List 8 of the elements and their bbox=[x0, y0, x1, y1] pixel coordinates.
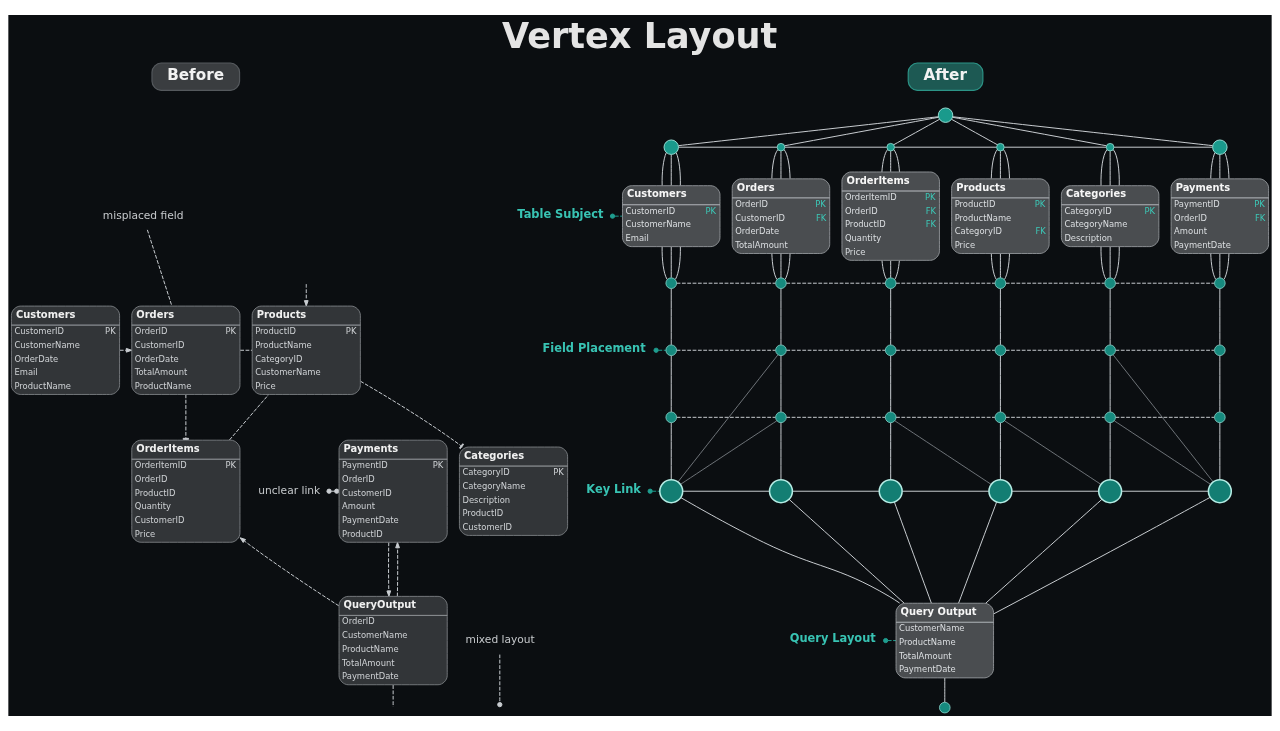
node-text: misplaced field bbox=[102, 208, 184, 222]
diagram-title: Vertex Layout bbox=[502, 15, 778, 57]
node-text: Field Placement bbox=[542, 341, 646, 356]
node-text: unclear link bbox=[258, 484, 321, 498]
node-text: Key Link bbox=[586, 482, 641, 497]
node-text: mixed layout bbox=[465, 633, 535, 647]
node-text: Table Subject bbox=[517, 207, 604, 222]
node-text: Query Layout bbox=[789, 631, 876, 646]
